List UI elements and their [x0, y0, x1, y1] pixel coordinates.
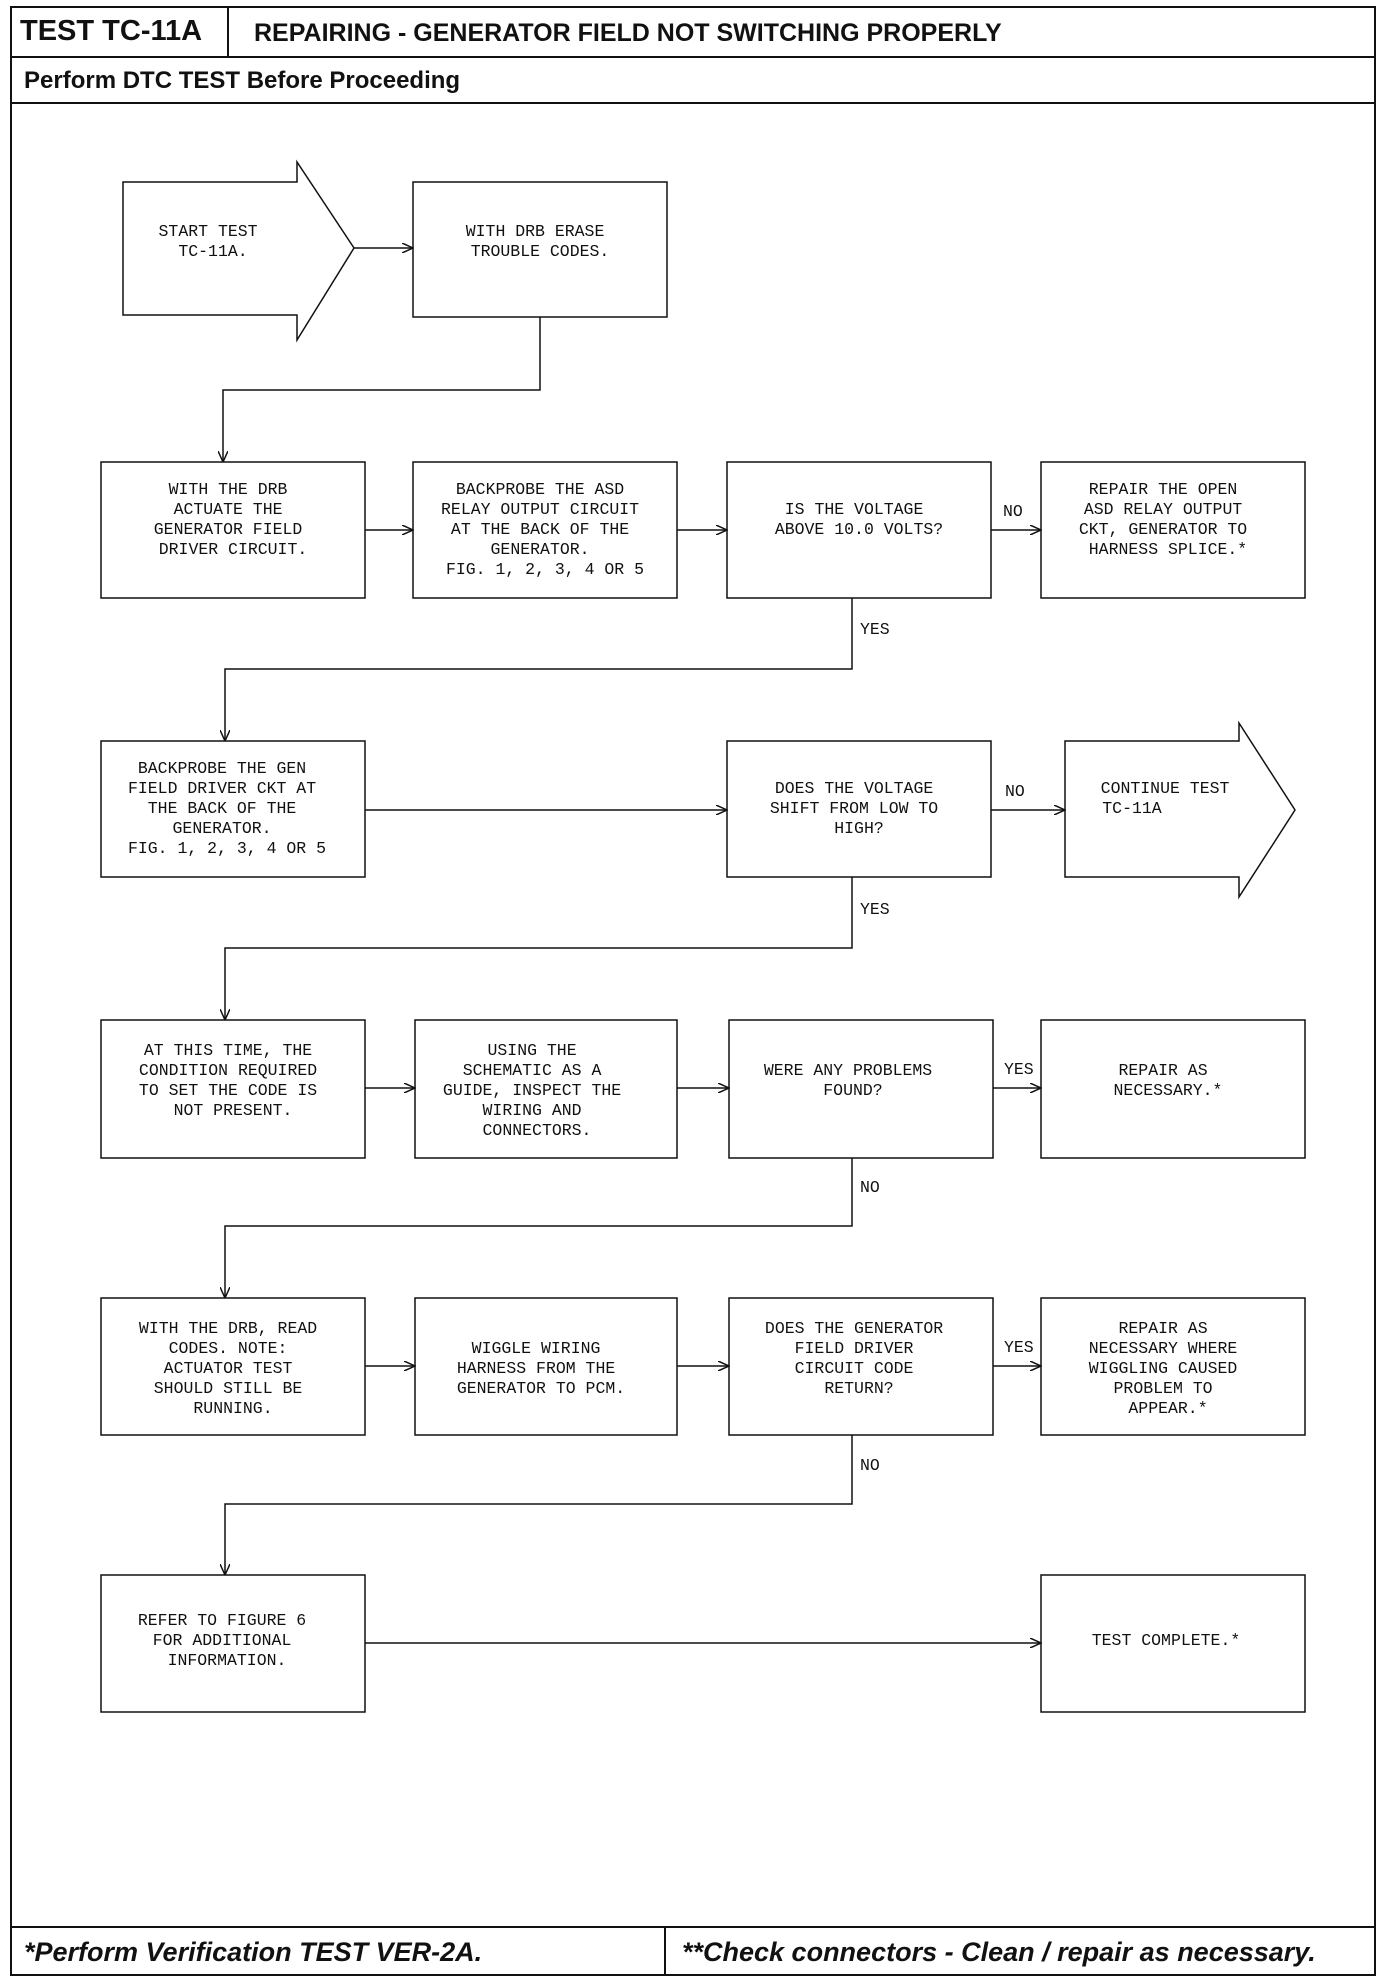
- box-code-question: [728, 1297, 994, 1436]
- label-no: NO: [1003, 502, 1023, 521]
- box-problems-question: [728, 1019, 994, 1159]
- footer-note-connectors: **Check connectors - Clean / repair as n…: [682, 1937, 1316, 1967]
- node-complete: TEST COMPLETE.*: [1092, 1631, 1241, 1650]
- box-complete: [1040, 1574, 1306, 1713]
- label-yes: YES: [1004, 1338, 1034, 1357]
- node-schematic: USING THE SCHEMATIC AS A GUIDE, INSPECT …: [443, 1041, 631, 1140]
- connector: [225, 1158, 853, 1298]
- box-backprobe-gen: [100, 740, 366, 878]
- node-code-question: DOES THE GENERATOR FIELD DRIVER CIRCUIT …: [765, 1319, 953, 1398]
- node-backprobe-gen: BACKPROBE THE GEN FIELD DRIVER CKT AT TH…: [128, 759, 326, 858]
- box-condition: [100, 1019, 366, 1159]
- node-repair-wiggle: REPAIR AS NECESSARY WHERE WIGGLING CAUSE…: [1089, 1319, 1247, 1418]
- connector: [225, 877, 853, 1020]
- box-repair-wiggle: [1040, 1297, 1306, 1436]
- header-bar: TEST TC-11A REPAIRING - GENERATOR FIELD …: [10, 6, 1376, 58]
- node-actuate: WITH THE DRB ACTUATE THE GENERATOR FIELD…: [154, 480, 312, 559]
- footer-bar: *Perform Verification TEST VER-2A. **Che…: [10, 1926, 1376, 1976]
- label-yes: YES: [1004, 1060, 1034, 1079]
- connector: [225, 598, 853, 741]
- connector: [225, 1435, 853, 1575]
- node-voltage-question: IS THE VOLTAGE ABOVE 10.0 VOLTS?: [775, 500, 943, 539]
- box-repair-necessary: [1040, 1019, 1306, 1159]
- label-no: NO: [1005, 782, 1025, 801]
- node-condition: AT THIS TIME, THE CONDITION REQUIRED TO …: [139, 1041, 327, 1120]
- node-problems-question: WERE ANY PROBLEMS FOUND?: [764, 1061, 942, 1100]
- node-continue: CONTINUE TEST TC-11A: [1101, 779, 1240, 818]
- box-schematic: [414, 1019, 678, 1159]
- node-shift-question: DOES THE VOLTAGE SHIFT FROM LOW TO HIGH?: [770, 779, 948, 838]
- box-erase: [412, 181, 668, 318]
- start-arrow: [122, 159, 355, 343]
- footer-note-verification: *Perform Verification TEST VER-2A.: [24, 1937, 483, 1967]
- node-backprobe-asd: BACKPROBE THE ASD RELAY OUTPUT CIRCUIT A…: [441, 480, 649, 579]
- box-wiggle: [414, 1297, 678, 1436]
- node-erase: WITH DRB ERASE TROUBLE CODES.: [466, 222, 615, 261]
- box-actuate: [100, 461, 366, 599]
- continue-arrow: [1064, 720, 1296, 900]
- node-repair-necessary: REPAIR AS NECESSARY.*: [1114, 1061, 1223, 1100]
- node-repair-open: REPAIR THE OPEN ASD RELAY OUTPUT CKT, GE…: [1079, 480, 1257, 559]
- node-refer: REFER TO FIGURE 6 FOR ADDITIONAL INFORMA…: [138, 1611, 316, 1670]
- footer-divider: [664, 1928, 666, 1976]
- box-voltage-question: [726, 461, 992, 599]
- box-read-codes: [100, 1297, 366, 1436]
- connector: [223, 317, 541, 462]
- test-id: TEST TC-11A: [10, 6, 229, 56]
- label-no: NO: [860, 1456, 880, 1475]
- node-wiggle: WIGGLE WIRING HARNESS FROM THE GENERATOR…: [457, 1339, 625, 1398]
- label-no: NO: [860, 1178, 880, 1197]
- node-read-codes: WITH THE DRB, READ CODES. NOTE: ACTUATOR…: [139, 1319, 327, 1418]
- page-frame: [10, 6, 1376, 1976]
- label-yes: YES: [860, 900, 890, 919]
- label-yes: YES: [860, 620, 890, 639]
- page-subtitle: Perform DTC TEST Before Proceeding: [10, 58, 1376, 104]
- page-title: REPAIRING - GENERATOR FIELD NOT SWITCHIN…: [254, 19, 1002, 47]
- node-start: START TEST TC-11A.: [159, 222, 268, 261]
